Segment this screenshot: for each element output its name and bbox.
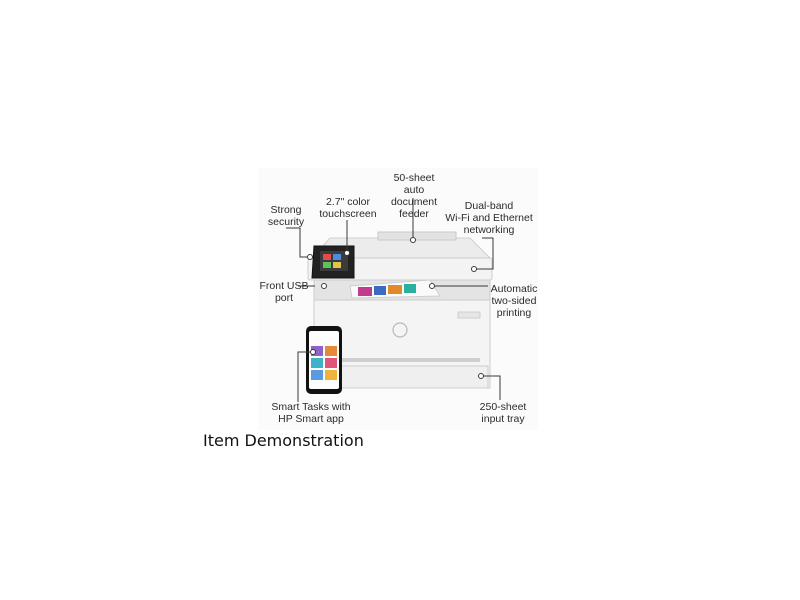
callout-wireless: Dual-band Wi-Fi and Ethernet networking	[445, 200, 533, 236]
callout-smart-tasks: Smart Tasks with HP Smart app	[271, 401, 351, 425]
hp-logo	[392, 322, 408, 338]
model-label-plate	[457, 311, 481, 319]
adf-tray	[377, 231, 457, 241]
callout-duplex: Automatic two-sided printing	[490, 283, 538, 319]
image-caption: Item Demonstration	[203, 431, 364, 450]
callout-usb: Front USB port	[259, 280, 309, 304]
callout-adf: 50-sheet auto document feeder	[390, 172, 438, 220]
callout-input-tray: 250-sheet input tray	[479, 401, 527, 425]
paper-slot	[340, 358, 480, 362]
callout-security: Strong security	[267, 204, 305, 228]
callout-markers	[307, 237, 484, 379]
callout-touchscreen: 2.7" color touchscreen	[319, 196, 377, 220]
callout-lines	[286, 198, 501, 402]
